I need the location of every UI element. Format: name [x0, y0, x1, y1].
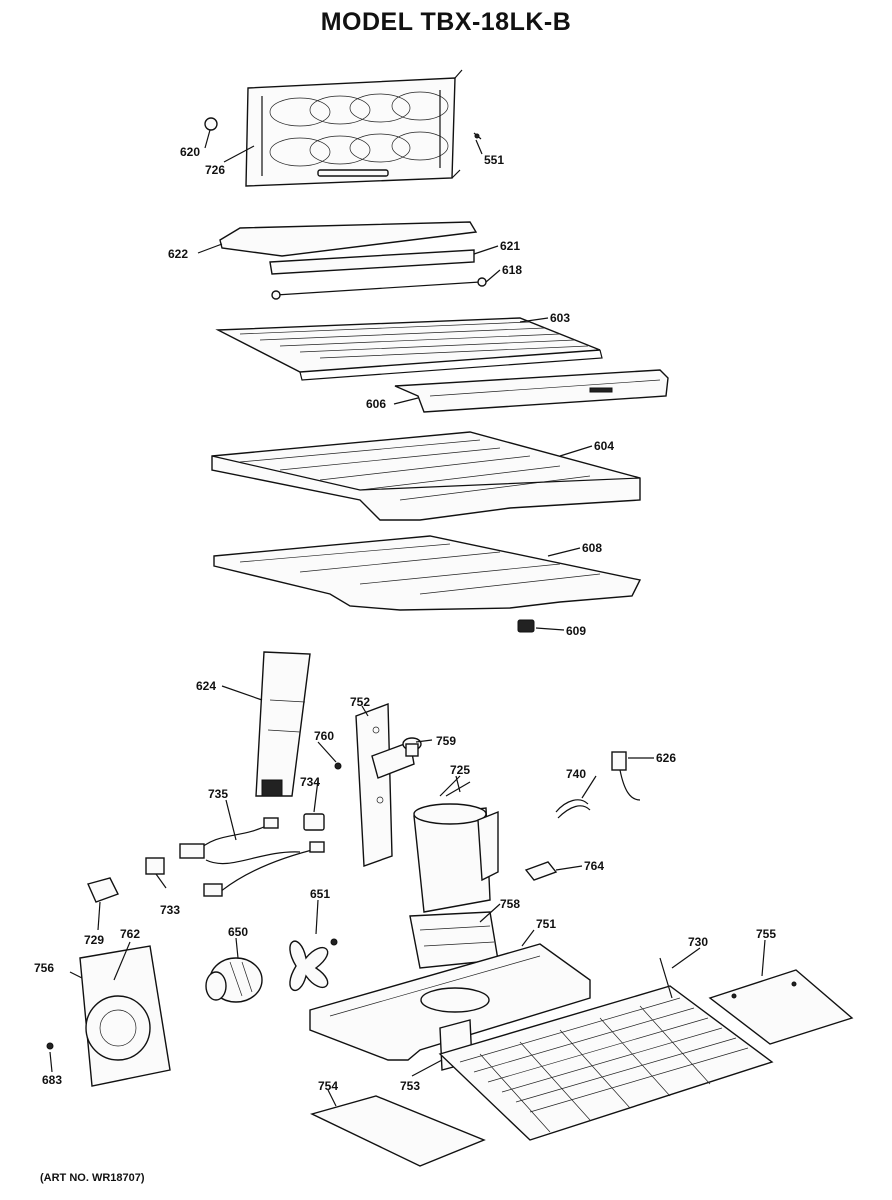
switch-734: [303, 813, 325, 831]
grommet-759: [402, 737, 422, 757]
label-760: 760: [314, 729, 334, 743]
label-620: 620: [180, 145, 200, 159]
label-759: 759: [436, 734, 456, 748]
bracket-764: [524, 861, 558, 881]
label-683: 683: [42, 1073, 62, 1087]
label-756: 756: [34, 961, 54, 975]
part-labels: 620 726 551 622 621 618 603 606 604 608 …: [34, 145, 776, 1093]
label-735: 735: [208, 787, 228, 801]
label-622: 622: [168, 247, 188, 261]
base-751: [309, 943, 591, 1061]
label-604: 604: [594, 439, 614, 453]
label-758: 758: [500, 897, 520, 911]
evaporator-coil: [245, 69, 463, 187]
shelf-grid-603: [215, 317, 603, 381]
art-number: (ART NO. WR18707): [40, 1172, 145, 1184]
label-609: 609: [566, 624, 586, 638]
label-551: 551: [484, 153, 504, 167]
label-752: 752: [350, 695, 370, 709]
label-762: 762: [120, 927, 140, 941]
compressor-725: [413, 775, 499, 913]
label-755: 755: [756, 927, 776, 941]
bar-621: [269, 249, 475, 275]
label-621: 621: [500, 239, 520, 253]
label-726: 726: [205, 163, 225, 177]
cord-626: [611, 751, 641, 801]
cover-plate-622: [219, 221, 478, 257]
rod-618: [271, 277, 487, 300]
fan-blade-651: [289, 938, 338, 991]
duct-624: [255, 651, 311, 797]
label-624: 624: [196, 679, 216, 693]
screw-760: [334, 762, 342, 770]
label-730: 730: [688, 935, 708, 949]
condenser-730: [438, 957, 774, 1141]
screw-551: [473, 132, 482, 140]
label-650: 650: [228, 925, 248, 939]
label-734: 734: [300, 775, 320, 789]
part-609: [517, 619, 535, 633]
harness-735: [179, 817, 325, 897]
label-651: 651: [310, 887, 330, 901]
tray-604: [211, 431, 641, 521]
label-729: 729: [84, 933, 104, 947]
label-603: 603: [550, 311, 570, 325]
label-753: 753: [400, 1079, 420, 1093]
label-618: 618: [502, 263, 522, 277]
screw-683: [46, 1042, 54, 1050]
label-751: 751: [536, 917, 556, 931]
panel-754: [310, 1095, 486, 1167]
label-626: 626: [656, 751, 676, 765]
diagram-title: MODEL TBX-18LK-B: [320, 8, 572, 36]
bracket-752: [355, 702, 415, 867]
label-740: 740: [566, 767, 586, 781]
switch-733: [145, 857, 165, 875]
label-608: 608: [582, 541, 602, 555]
panel-755: [708, 969, 854, 1045]
leader-lines: [49, 129, 766, 1107]
label-733: 733: [160, 903, 180, 917]
fan-shroud-762: [79, 945, 171, 1087]
label-725: 725: [450, 763, 470, 777]
clip-740: [555, 799, 591, 819]
relay-729: [87, 877, 119, 903]
label-754: 754: [318, 1079, 338, 1093]
label-764: 764: [584, 859, 604, 873]
tray-608: [213, 535, 642, 611]
clip-620: [204, 117, 218, 131]
trim-606: [394, 369, 669, 413]
label-606: 606: [366, 397, 386, 411]
fan-motor-650: [205, 957, 263, 1003]
